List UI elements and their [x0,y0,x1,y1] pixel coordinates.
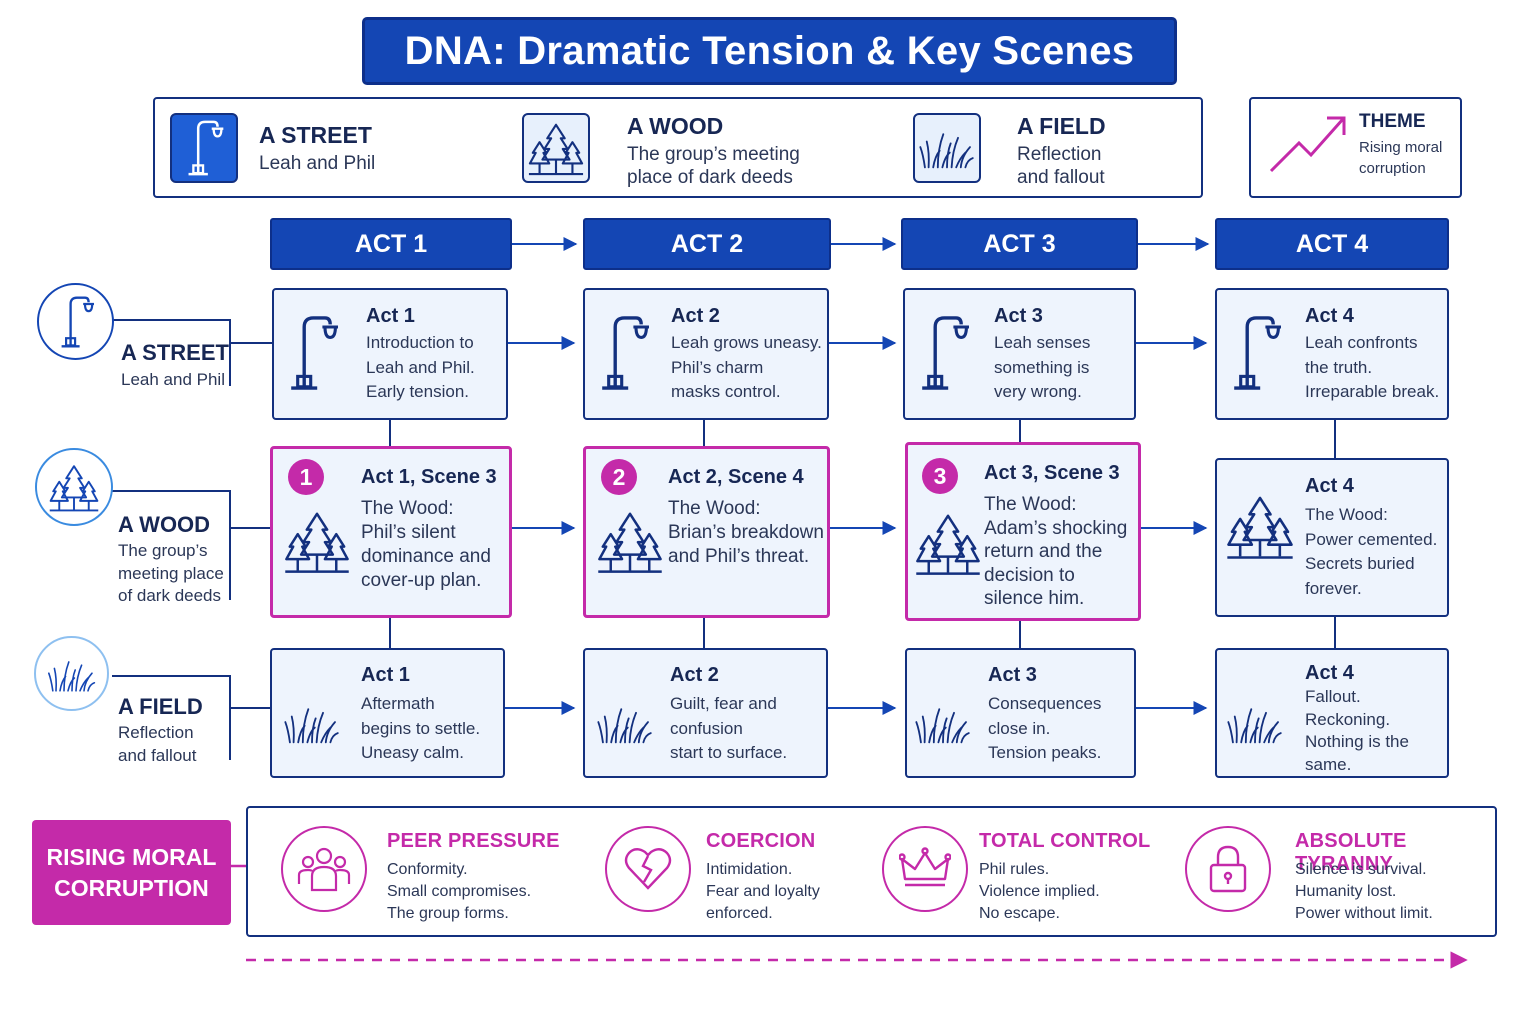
legend-wood-sub: The group’s meeting place of dark deeds [627,144,800,188]
card-text: The Wood: Phil’s silent dominance and co… [361,498,491,591]
wood-card-act4: Act 4 The Wood: Power cemented. Secrets … [1215,458,1449,617]
card-text: Leah confronts the truth. Irreparable br… [1305,333,1440,401]
row-label-street-sub: Leah and Phil [121,370,225,389]
trees-icon [596,505,664,577]
field-card-act1: Act 1 Aftermath begins to settle. Uneasy… [270,648,505,778]
scene-number-badge: 3 [922,458,958,494]
card-title: Act 3 [994,305,1043,327]
act-header-2: ACT 2 [583,218,831,270]
card-text: Fallout. Reckoning. Nothing is the same. [1305,687,1409,774]
card-title: Act 1 [366,305,415,327]
corruption-label: RISING MORAL CORRUPTION [32,820,231,925]
grass-icon [597,700,653,746]
stage-text: Silence is survival. Humanity lost. Powe… [1295,861,1433,922]
field-card-act3: Act 3 Consequences close in. Tension pea… [905,648,1136,778]
key-scene-card-3: 3 Act 3, Scene 3 The Wood: Adam’s shocki… [905,442,1141,621]
rising-trend-icon [1269,116,1346,173]
grass-icon [915,700,971,746]
field-card-act4: Act 4 Fallout. Reckoning. Nothing is the… [1215,648,1449,778]
legend-field-sub: Reflection and fallout [1017,144,1105,188]
card-title: Act 1 [361,664,410,686]
page-title: DNA: Dramatic Tension & Key Scenes [362,17,1177,85]
street-card-act3: Act 3 Leah senses something is very wron… [903,288,1136,420]
card-text: Leah senses something is very wrong. [994,333,1091,401]
corruption-stages: PEER PRESSURE Conformity. Small compromi… [246,806,1497,937]
card-text: Consequences close in. Tension peaks. [988,694,1102,762]
card-title: Act 4 [1305,662,1354,684]
row-label-wood-sub: The group’s meeting place of dark deeds [118,541,224,605]
stage-title: TOTAL CONTROL [979,830,1151,852]
location-legend: A STREET Leah and Phil A WOOD The group’… [153,97,1203,198]
card-title: Act 3 [988,664,1037,686]
card-text: Guilt, fear and confusion start to surfa… [670,694,788,762]
trees-icon [35,448,113,526]
street-lamp-icon [286,308,338,398]
stage-text: Conformity. Small compromises. The group… [387,861,532,922]
row-label-street-title: A STREET [121,340,229,365]
card-text: The Wood: Brian’s breakdown and Phil’s t… [668,498,824,567]
card-title: Act 3, Scene 3 [984,462,1120,484]
card-text: Aftermath begins to settle. Uneasy calm. [361,694,481,762]
row-label-wood-title: A WOOD [118,512,211,537]
card-title: Act 4 [1305,475,1354,497]
act-header-3: ACT 3 [901,218,1138,270]
grass-icon [284,700,340,746]
card-title: Act 2 [670,664,719,686]
stage-title: PEER PRESSURE [387,830,560,852]
street-lamp-icon [917,308,969,398]
street-card-act2: Act 2 Leah grows uneasy. Phil’s charm ma… [583,288,829,420]
theme-sub: Rising moral corruption [1359,139,1443,177]
street-card-act4: Act 4 Leah confronts the truth. Irrepara… [1215,288,1449,420]
group-icon [281,826,367,912]
theme-title: THEME [1359,111,1426,132]
street-lamp-icon [597,308,649,398]
card-text: The Wood: Adam’s shocking return and the… [984,494,1128,609]
stage-title: ABSOLUTE TYRANNY [1295,830,1407,875]
padlock-icon [1185,826,1271,912]
crown-icon [882,826,968,912]
stage-title: COERCION [706,830,816,852]
trees-icon [914,507,982,579]
trees-icon [283,505,351,577]
key-scene-card-1: 1 Act 1, Scene 3 The Wood: Phil’s silent… [270,446,512,618]
row-label-field-title: A FIELD [118,694,203,719]
trees-icon [522,113,590,183]
card-title: Act 1, Scene 3 [361,466,497,488]
card-title: Act 2 [671,305,720,327]
act-header-1: ACT 1 [270,218,512,270]
stage-text: Intimidation. Fear and loyalty enforced. [706,861,820,922]
legend-street-title: A STREET [259,122,372,148]
street-lamp-icon [170,113,238,183]
theme-box: THEME Rising moral corruption [1249,97,1462,198]
grass-icon [1227,700,1283,746]
trees-icon [1225,486,1295,566]
scene-number-badge: 1 [288,459,324,495]
street-lamp-icon [37,283,114,360]
street-card-act1: Act 1 Introduction to Leah and Phil. Ear… [272,288,508,420]
grass-icon [34,636,109,711]
act-header-4: ACT 4 [1215,218,1449,270]
grass-icon [913,113,981,183]
legend-field-title: A FIELD [1017,113,1106,139]
key-scene-card-2: 2 Act 2, Scene 4 The Wood: Brian’s break… [583,446,830,618]
stage-text: Phil rules. Violence implied. No escape. [979,861,1100,922]
field-card-act2: Act 2 Guilt, fear and confusion start to… [583,648,828,778]
street-lamp-icon [1229,308,1281,398]
legend-wood-title: A WOOD [627,113,724,139]
card-text: The Wood: Power cemented. Secrets buried… [1305,505,1438,598]
scene-number-badge: 2 [601,459,637,495]
card-text: Leah grows uneasy. Phil’s charm masks co… [671,333,822,401]
card-title: Act 2, Scene 4 [668,466,804,488]
legend-street-sub: Leah and Phil [259,153,376,174]
card-title: Act 4 [1305,305,1354,327]
row-label-field-sub: Reflection and fallout [118,723,197,765]
card-text: Introduction to Leah and Phil. Early ten… [366,333,475,401]
broken-heart-icon [605,826,691,912]
